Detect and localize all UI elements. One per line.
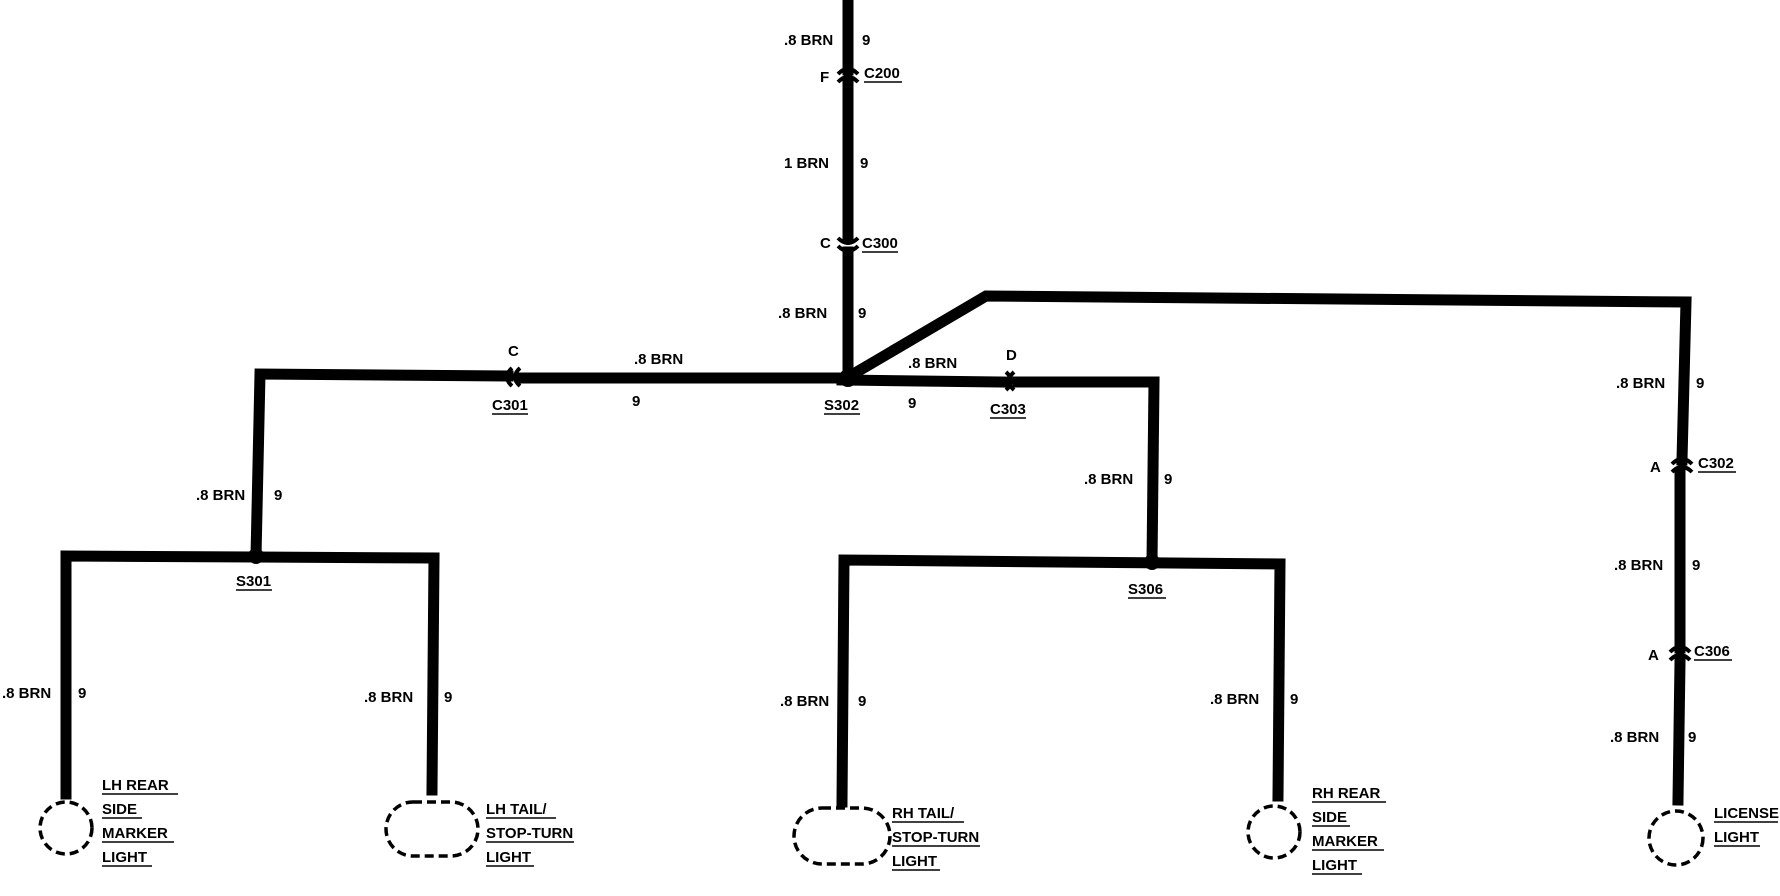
s306-label: S306 [1128, 581, 1163, 598]
connector-labels: F C200 C C300 C C301 D C303 A C302 A C30… [492, 65, 1736, 664]
wire-size-label: .8 BRN [780, 693, 829, 710]
light-label-line: RH REAR [1312, 785, 1381, 802]
c306-pin-label: A [1648, 647, 1659, 664]
wire-size-label: .8 BRN [196, 487, 245, 504]
wire-s306-bus [836, 554, 1286, 808]
c200-label: C200 [864, 65, 900, 82]
circuit-label: 9 [908, 395, 916, 412]
rh-rear-side-marker-label: RH REAR SIDE MARKER LIGHT [1312, 785, 1386, 875]
license-light-label: LICENSE LIGHT [1714, 805, 1779, 847]
wire-size-label: .8 BRN [1614, 557, 1663, 574]
circuit-label: 9 [274, 487, 282, 504]
wire-size-label: .8 BRN [634, 351, 683, 368]
c300-label: C300 [862, 235, 898, 252]
light-label-line: LIGHT [1312, 857, 1357, 874]
c306-symbol [1668, 645, 1692, 662]
wire-s301-bus [60, 550, 440, 800]
c301-label: C301 [492, 397, 528, 414]
light-label-line: MARKER [102, 825, 168, 842]
lh-rear-side-marker-label: LH REAR SIDE MARKER LIGHT [102, 777, 178, 867]
c200-pin-label: F [820, 69, 829, 86]
light-label-line: SIDE [102, 801, 137, 818]
light-labels: LH REAR SIDE MARKER LIGHT LH TAIL/ STOP-… [102, 777, 1779, 875]
wire-size-label: .8 BRN [784, 32, 833, 49]
wire-c306-license [1672, 656, 1686, 806]
wires [60, 0, 1692, 808]
rh-rear-side-marker-bulb-icon [1246, 804, 1302, 860]
light-label-line: LIGHT [1714, 829, 1759, 846]
wire-s302-c303 [836, 374, 1010, 388]
wire-s302-license [842, 290, 1692, 466]
light-label-line: LH REAR [102, 777, 169, 794]
light-label-line: LIGHT [486, 849, 531, 866]
circuit-label: 9 [1696, 375, 1704, 392]
light-label-line: LICENSE [1714, 805, 1779, 822]
lh-tail-stop-turn-bulb-icon [384, 800, 480, 858]
c303-label: C303 [990, 401, 1026, 418]
light-label-line: MARKER [1312, 833, 1378, 850]
wire-size-label: .8 BRN [1616, 375, 1665, 392]
wire-size-label: .8 BRN [364, 689, 413, 706]
light-label-line: LH TAIL/ [486, 801, 547, 818]
circuit-label: 9 [78, 685, 86, 702]
rh-tail-stop-turn-bulb-icon [792, 806, 892, 866]
circuit-label: 9 [862, 32, 870, 49]
wire-c301-s301 [250, 368, 514, 562]
lh-tail-stop-turn-label: LH TAIL/ STOP-TURN LIGHT [486, 801, 574, 867]
rh-tail-stop-turn-label: RH TAIL/ STOP-TURN LIGHT [892, 805, 980, 871]
circuit-label: 9 [858, 693, 866, 710]
c301-symbol [505, 366, 522, 388]
c302-symbol [1670, 457, 1694, 474]
wire-size-label: 1 BRN [784, 155, 829, 172]
c306-label: C306 [1694, 643, 1730, 660]
c302-label: C302 [1698, 455, 1734, 472]
s302-splice-dot [839, 369, 857, 387]
c300-symbol [836, 236, 860, 253]
c302-pin-label: A [1650, 459, 1661, 476]
c300-pin-label: C [820, 235, 831, 252]
c200-symbol [836, 67, 860, 84]
light-label-line: LIGHT [892, 853, 937, 870]
wire-c303-s306 [1012, 376, 1160, 568]
wire-size-label: .8 BRN [2, 685, 51, 702]
circuit-label: 9 [1290, 691, 1298, 708]
s301-label: S301 [236, 573, 271, 590]
circuit-label: 9 [444, 689, 452, 706]
c303-pin-label: D [1006, 347, 1017, 364]
wire-size-label: .8 BRN [908, 355, 957, 372]
circuit-label: 9 [1688, 729, 1696, 746]
light-label-line: STOP-TURN [486, 825, 573, 842]
connector-symbols [505, 67, 1694, 662]
c303-symbol [1004, 370, 1016, 392]
wire-size-label: .8 BRN [778, 305, 827, 322]
light-label-line: RH TAIL/ [892, 805, 955, 822]
splice-labels: S302 S301 S306 [236, 397, 1166, 599]
circuit-label: 9 [1692, 557, 1700, 574]
circuit-label: 9 [858, 305, 866, 322]
s306-splice-dot [1144, 554, 1160, 570]
s302-label: S302 [824, 397, 859, 414]
s301-splice-dot [248, 548, 264, 564]
c301-pin-label: C [508, 343, 519, 360]
license-bulb-icon [1647, 809, 1705, 867]
circuit-label: 9 [632, 393, 640, 410]
wire-size-label: .8 BRN [1610, 729, 1659, 746]
wire-size-label: .8 BRN [1210, 691, 1259, 708]
wire-labels: .8 BRN 9 1 BRN 9 .8 BRN 9 .8 BRN 9 .8 BR… [2, 32, 1704, 746]
circuit-label: 9 [860, 155, 868, 172]
light-label-line: LIGHT [102, 849, 147, 866]
circuit-label: 9 [1164, 471, 1172, 488]
lh-rear-side-marker-bulb-icon [38, 800, 94, 856]
light-label-line: STOP-TURN [892, 829, 979, 846]
light-label-line: SIDE [1312, 809, 1347, 826]
wire-size-label: .8 BRN [1084, 471, 1133, 488]
